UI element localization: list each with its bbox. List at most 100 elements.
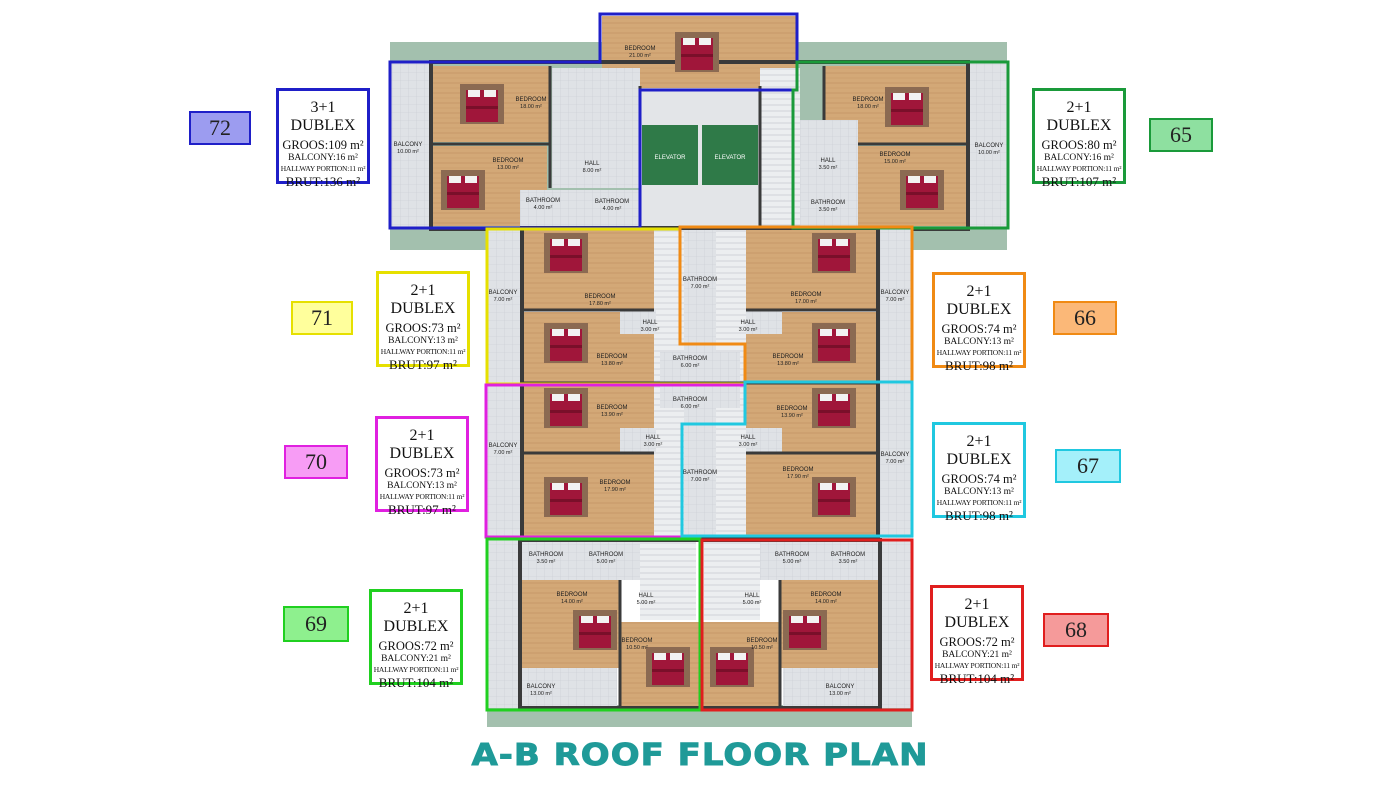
room-area: 15.00 m² [884, 159, 906, 165]
unit-type: 2+1 DUBLEX [389, 427, 455, 462]
elevator-label: ELEVATOR [654, 155, 686, 161]
room-label: BEDROOM [624, 46, 655, 52]
room-area: 8.00 m² [583, 168, 602, 174]
unit-hallway: HALLWAY PORTION:11 m² [380, 347, 466, 356]
room-label: HALL [642, 320, 658, 326]
room-area: 13.90 m² [781, 413, 803, 419]
room-label: BALCONY [826, 684, 855, 690]
unit-hallway: HALLWAY PORTION:11 m² [373, 665, 459, 674]
room-area: 7.00 m² [494, 297, 513, 303]
unit-brut: BRUT:104 m² [939, 671, 1015, 686]
room-label: HALL [744, 593, 760, 599]
room-area: 17.00 m² [795, 299, 817, 305]
room-label: HALL [584, 161, 600, 167]
room-label: BEDROOM [772, 354, 803, 360]
room-label: BATHROOM [526, 198, 560, 204]
room-area: 3.50 m² [537, 559, 556, 565]
unit-balcony: BALCONY:21 m² [942, 650, 1012, 660]
room-area: 14.00 m² [815, 599, 837, 605]
unit-balcony: BALCONY:13 m² [388, 336, 458, 346]
room-label: BATHROOM [811, 200, 845, 206]
unit-hallway: HALLWAY PORTION:11 m² [936, 498, 1022, 507]
unit-groos: GROOS:74 m² [941, 472, 1017, 486]
unit-groos: GROOS:72 m² [378, 639, 454, 653]
room-label: HALL [740, 435, 756, 441]
room-area: 10.50 m² [626, 645, 648, 651]
room-label: BEDROOM [790, 292, 821, 298]
room-label: BEDROOM [746, 638, 777, 644]
unit-brut: BRUT:98 m² [945, 508, 1013, 523]
room-label: BALCONY [489, 290, 518, 296]
room-label: HALL [638, 593, 654, 599]
unit-hallway: HALLWAY PORTION:11 m² [934, 661, 1020, 670]
room-area: 4.00 m² [603, 206, 622, 212]
unit-type: 2+1 DUBLEX [944, 596, 1010, 631]
room-area: 7.00 m² [691, 477, 710, 483]
room-label: BEDROOM [556, 592, 587, 598]
room-area: 3.00 m² [739, 442, 758, 448]
elevator-label: ELEVATOR [714, 155, 746, 161]
room-label: BEDROOM [782, 467, 813, 473]
unit-balcony: BALCONY:21 m² [381, 654, 451, 664]
unit-hallway: HALLWAY PORTION:11 m² [1036, 164, 1122, 173]
unit-badge-71: 71 [291, 301, 353, 335]
room-label: BALCONY [489, 443, 518, 449]
room-area: 7.00 m² [886, 297, 905, 303]
room-area: 13.80 m² [601, 361, 623, 367]
unit-badge-65: 65 [1149, 118, 1213, 152]
unit-type: 3+1 DUBLEX [290, 99, 356, 134]
room-area: 6.00 m² [681, 404, 700, 410]
room-label: BALCONY [975, 143, 1004, 149]
room-label: BALCONY [881, 290, 910, 296]
unit-brut: BRUT:104 m² [378, 675, 454, 690]
room-area: 7.00 m² [886, 459, 905, 465]
room-area: 13.80 m² [777, 361, 799, 367]
room-area: 4.00 m² [534, 205, 553, 211]
unit-balcony: BALCONY:16 m² [288, 153, 358, 163]
unit-69-outline [485, 537, 702, 712]
unit-info-66: 2+1 DUBLEX GROOS:74 m² BALCONY:13 m² HAL… [932, 272, 1026, 373]
room-label: BATHROOM [673, 397, 707, 403]
room-label: HALL [740, 320, 756, 326]
unit-hallway: HALLWAY PORTION:11 m² [379, 492, 465, 501]
unit-info-70: 2+1 DUBLEX GROOS:73 m² BALCONY:13 m² HAL… [375, 416, 469, 517]
room-area: 3.00 m² [644, 442, 663, 448]
room-label: BEDROOM [599, 480, 630, 486]
room-label: HALL [820, 158, 836, 164]
room-area: 5.00 m² [783, 559, 802, 565]
unit-info-72: 3+1 DUBLEX GROOS:109 m² BALCONY:16 m² HA… [276, 88, 370, 189]
unit-groos: GROOS:109 m² [282, 138, 364, 152]
room-area: 3.50 m² [819, 165, 838, 171]
top-wing: BEDROOM 21.00 m² BEDROOM 18.00 m² BEDROO… [391, 16, 1008, 231]
unit-groos: GROOS:72 m² [939, 635, 1015, 649]
unit-info-65: 2+1 DUBLEX GROOS:80 m² BALCONY:16 m² HAL… [1032, 88, 1126, 189]
room-area: 5.00 m² [637, 600, 656, 606]
room-area: 7.00 m² [494, 450, 513, 456]
unit-badge-66: 66 [1053, 301, 1117, 335]
room-area: 18.00 m² [520, 104, 542, 110]
room-label: BEDROOM [621, 638, 652, 644]
room-area: 13.00 m² [497, 165, 519, 171]
room-label: BATHROOM [831, 552, 865, 558]
room-area: 5.00 m² [743, 600, 762, 606]
unit-brut: BRUT:136 m² [285, 174, 361, 189]
room-area: 17.90 m² [787, 474, 809, 480]
unit-brut: BRUT:107 m² [1041, 174, 1117, 189]
room-area: 3.50 m² [839, 559, 858, 565]
unit-68-outline [700, 538, 914, 712]
unit-brut: BRUT:98 m² [945, 358, 1013, 373]
room-area: 21.00 m² [629, 53, 651, 59]
unit-brut: BRUT:97 m² [389, 357, 457, 372]
room-area: 17.80 m² [589, 301, 611, 307]
room-label: BATHROOM [595, 199, 629, 205]
room-area: 18.00 m² [857, 104, 879, 110]
unit-badge-69: 69 [283, 606, 349, 642]
room-label: BEDROOM [810, 592, 841, 598]
unit-info-69: 2+1 DUBLEX GROOS:72 m² BALCONY:21 m² HAL… [369, 589, 463, 690]
room-label: BEDROOM [492, 158, 523, 164]
unit-type: 2+1 DUBLEX [1046, 99, 1112, 134]
room-label: BATHROOM [529, 552, 563, 558]
bottom-wing: BATHROOM 3.50 m² BATHROOM 5.00 m² BATHRO… [487, 538, 913, 710]
room-area: 13.00 m² [829, 691, 851, 697]
